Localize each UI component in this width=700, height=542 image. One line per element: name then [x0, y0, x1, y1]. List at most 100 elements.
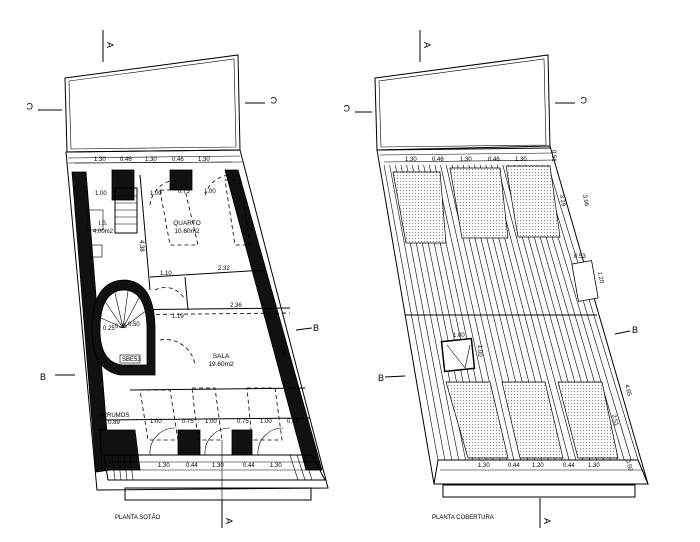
section-marker-b-left: B — [40, 372, 75, 382]
svg-text:1.30: 1.30 — [94, 157, 106, 163]
roof-plan: A A C C B B — [343, 30, 649, 528]
stair-tag: SBE53 — [119, 354, 141, 364]
room-area-sala: 19.60m2 — [208, 361, 234, 368]
svg-text:0.25: 0.25 — [103, 326, 115, 332]
section-marker-c-right: C — [555, 95, 587, 105]
drawing-title-planta-sotao: PLANTA SOTÃO — [115, 514, 161, 521]
svg-text:1.30: 1.30 — [270, 463, 282, 469]
svg-text:0.44: 0.44 — [563, 463, 575, 469]
roof-batten-line — [542, 164, 632, 461]
svg-text:1.30: 1.30 — [145, 157, 157, 163]
svg-text:1.19: 1.19 — [172, 314, 184, 320]
svg-text:0.45: 0.45 — [287, 419, 299, 425]
section-marker-a-top: A — [102, 30, 115, 62]
svg-text:A: A — [422, 42, 432, 48]
svg-text:3.29: 3.29 — [558, 194, 566, 207]
svg-text:1.30: 1.30 — [460, 157, 472, 163]
svg-text:C: C — [270, 95, 277, 105]
svg-text:1.30: 1.30 — [158, 463, 170, 469]
window-dimensions: 1.00 0.75 1.00 0.75 1.00 0.45 — [150, 419, 299, 425]
roof-hatch — [440, 337, 476, 373]
section-marker-b-left: B — [378, 373, 406, 383]
svg-text:2.51: 2.51 — [610, 414, 619, 427]
svg-text:1.30: 1.30 — [478, 463, 490, 469]
svg-text:1.00: 1.00 — [95, 191, 107, 197]
room-name-sala: SALA — [213, 353, 230, 360]
terrace-outline — [64, 54, 241, 153]
roof-panel — [449, 167, 509, 239]
roof-panel — [557, 381, 619, 459]
roof-batten-line — [383, 164, 439, 461]
svg-text:1.30: 1.30 — [515, 157, 527, 163]
svg-text:B: B — [313, 323, 319, 333]
attic-floor-plan: A A C C B B — [26, 30, 329, 528]
room-area-arrumos: 0.89 — [108, 420, 120, 426]
svg-text:B: B — [40, 372, 46, 382]
terrace-outline — [374, 54, 551, 151]
svg-text:0.44: 0.44 — [243, 463, 255, 469]
svg-text:4.38: 4.38 — [138, 240, 144, 252]
drawing-title-planta-cobertura: PLANTA COBERTURA — [432, 515, 494, 521]
stair-straight — [114, 187, 138, 234]
hatch-dimensions: 1.00 1.00 — [453, 333, 482, 357]
svg-text:C: C — [580, 95, 587, 105]
chimney — [571, 260, 599, 302]
svg-text:0.50: 0.50 — [128, 322, 140, 328]
svg-text:3.96: 3.96 — [581, 194, 589, 207]
svg-text:0.75: 0.75 — [237, 419, 249, 425]
svg-text:1.00: 1.00 — [205, 419, 217, 425]
roof-panel — [445, 381, 509, 459]
svg-text:1.20: 1.20 — [596, 271, 604, 284]
svg-text:0.46: 0.46 — [488, 157, 500, 163]
interior-dimensions: 1.10 2.32 2.36 1.19 4.38 3.15 — [138, 240, 287, 357]
svg-text:B: B — [378, 373, 384, 383]
top-dimensions: 1.30 0.46 1.30 0.46 1.30 0.51 — [405, 150, 556, 163]
door-dimensions: 1.00 1.00 0.75 1.00 — [95, 189, 216, 197]
svg-text:0.44: 0.44 — [508, 463, 520, 469]
building-outline — [65, 149, 329, 491]
svg-text:1.00: 1.00 — [204, 189, 216, 195]
section-marker-c-left: C — [26, 101, 62, 111]
svg-text:C: C — [343, 103, 350, 113]
room-area-quarto: 10.60m2 — [174, 228, 200, 235]
svg-text:0.46: 0.46 — [172, 157, 184, 163]
roof-panel — [505, 165, 561, 238]
section-marker-a-bottom: A — [221, 500, 234, 528]
section-marker-c-right: C — [245, 95, 277, 105]
room-area-is: 4.00m2 — [93, 229, 114, 235]
section-marker-b-right: B — [295, 323, 319, 333]
svg-text:3.15: 3.15 — [278, 344, 287, 357]
svg-text:1.10: 1.10 — [160, 271, 172, 277]
svg-text:1.00: 1.00 — [260, 419, 272, 425]
bottom-dimensions: 1.30 0.44 1.30 0.44 1.30 — [158, 463, 282, 469]
svg-text:1.30: 1.30 — [198, 157, 210, 163]
roof-batten-line — [445, 164, 515, 461]
lower-ledge — [442, 484, 636, 498]
svg-text:C: C — [26, 101, 33, 111]
svg-text:0.44: 0.44 — [186, 463, 198, 469]
section-marker-a-bottom: A — [539, 498, 552, 528]
svg-text:2.32: 2.32 — [218, 266, 230, 272]
svg-text:0.46: 0.46 — [120, 157, 132, 163]
svg-text:0.25: 0.25 — [115, 324, 127, 330]
stair-dimensions: 0.25 0.25 0.50 — [103, 322, 140, 332]
svg-text:1.20: 1.20 — [532, 463, 544, 469]
roof-panel — [501, 381, 564, 459]
svg-text:0.51: 0.51 — [550, 150, 556, 162]
svg-text:0.53: 0.53 — [574, 254, 586, 260]
section-marker-a-top: A — [419, 30, 432, 62]
svg-text:1.30: 1.30 — [588, 463, 600, 469]
room-name-is: I.S. — [98, 221, 107, 227]
svg-text:0.75: 0.75 — [182, 419, 194, 425]
svg-text:4.65: 4.65 — [623, 384, 632, 397]
roof-batten-line — [496, 164, 577, 461]
svg-text:A: A — [105, 42, 115, 48]
bottom-dimensions: 1.30 0.44 1.20 0.44 1.30 — [478, 463, 600, 469]
svg-text:1.00: 1.00 — [150, 419, 162, 425]
svg-text:1.30: 1.30 — [405, 157, 417, 163]
svg-text:0.75: 0.75 — [178, 189, 190, 195]
svg-text:0.46: 0.46 — [432, 157, 444, 163]
svg-text:2.36: 2.36 — [230, 303, 242, 309]
svg-text:1.30: 1.30 — [212, 463, 224, 469]
